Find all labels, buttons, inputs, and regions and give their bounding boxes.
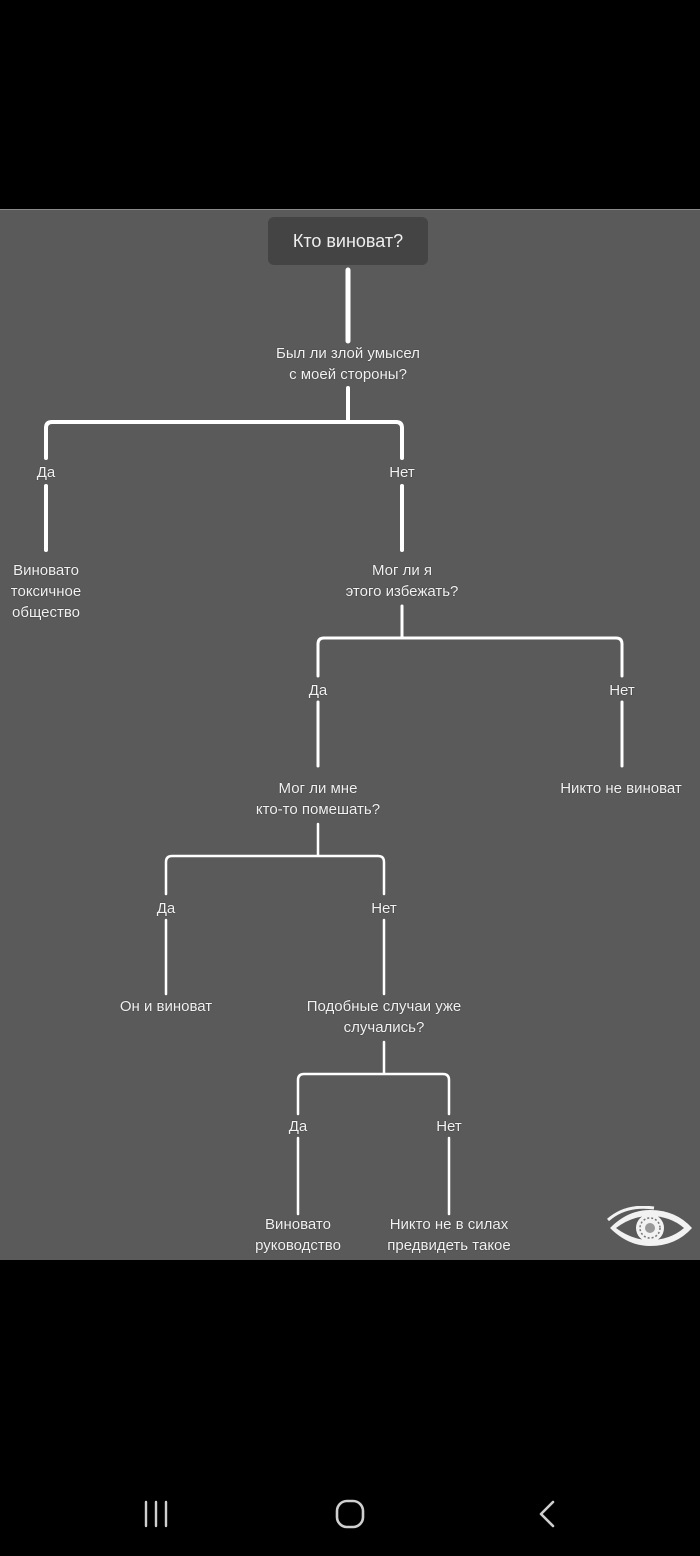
q4-yes-label: Да [288,1118,308,1135]
question-2-line-2: этого избежать? [345,583,459,600]
nav-bar-area [0,1260,700,1556]
q3-no-label: Нет [371,900,397,917]
root-question: Кто виноват? [268,217,428,265]
question-3-line-2: кто-то помешать? [255,801,381,818]
connector-q1 [44,386,404,460]
back-button[interactable] [518,1490,578,1538]
answer-society-line-2: токсичное [10,583,82,600]
connector-q3 [164,822,386,896]
home-icon [335,1499,365,1529]
answer-society-line-3: общество [12,604,80,621]
flowchart-connectors [44,267,624,1216]
question-2-line-1: Мог ли я [371,562,433,579]
back-icon [539,1500,555,1528]
answer-he: Он и виноват [119,998,213,1015]
home-button[interactable] [320,1490,380,1538]
recent-apps-button[interactable] [126,1490,186,1538]
question-1-line-1: Был ли злой умысел [276,345,420,362]
q3-yes-label: Да [156,900,176,917]
question-4: Подобные случаи уже случались? [307,996,462,1038]
q2-yes-label: Да [308,682,328,699]
question-2: Мог ли я этого избежать? [346,560,459,602]
q4-no-label: Нет [436,1118,462,1135]
q1-no-label: Нет [389,464,415,481]
answer-society-line-1: Виновато [13,562,79,579]
recent-apps-icon [144,1500,168,1528]
question-4-line-1: Подобные случаи уже [306,998,462,1015]
answer-management-line-1: Виновато [265,1216,331,1233]
connector-q2 [316,604,624,678]
question-4-line-2: случались? [343,1019,425,1036]
question-3-line-1: Мог ли мне [278,780,358,797]
answer-management-line-2: руководство [255,1237,341,1254]
question-1: Был ли злой умысел с моей стороны? [276,343,420,385]
answer-management: Виновато руководство [255,1214,341,1256]
answer-society: Виновато токсичное общество [11,560,81,623]
answer-unforeseen: Никто не в силах предвидеть такое [387,1214,511,1256]
answer-unforeseen-line-1: Никто не в силах [389,1216,509,1233]
answer-nobody: Никто не виноват [560,780,682,797]
q2-no-label: Нет [609,682,635,699]
question-1-line-2: с моей стороны? [289,366,407,383]
connector-q4 [296,1040,451,1116]
status-area [0,0,700,209]
flowchart: Кто виноват? Был ли злой умысел с моей с… [0,209,700,1260]
eye-logo-icon [607,1206,692,1246]
question-3: Мог ли мне кто-то помешать? [256,778,380,820]
answer-unforeseen-line-2: предвидеть такое [387,1237,511,1254]
q1-yes-label: Да [36,464,56,481]
